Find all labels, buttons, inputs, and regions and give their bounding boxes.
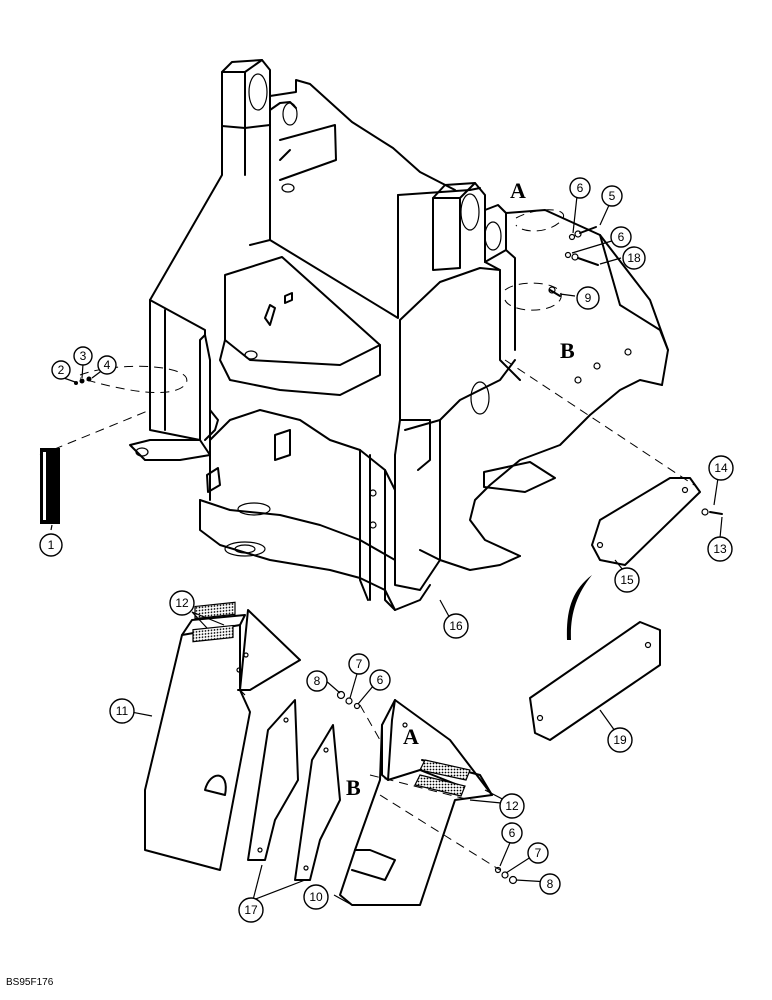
callout-2: 2 [51, 360, 71, 380]
callout-12b: 12 [499, 793, 525, 819]
callout-5: 5 [601, 185, 623, 207]
svg-text:6: 6 [577, 181, 584, 195]
svg-text:1: 1 [48, 538, 55, 552]
svg-text:11: 11 [116, 704, 129, 718]
drawing-code: BS95F176 [6, 977, 54, 988]
callout-6b: 6 [610, 226, 632, 248]
callout-10: 10 [303, 884, 329, 910]
ref-letter-b-top: B [560, 338, 575, 363]
part-15-cover [591, 477, 701, 566]
svg-text:12: 12 [505, 799, 519, 813]
callout-16: 16 [443, 613, 469, 639]
dashed-leader-lines [39, 209, 695, 871]
ref-letter-b-bottom: B [346, 775, 361, 800]
part-10-shroud [339, 699, 493, 906]
hardware [74, 226, 723, 885]
part-11-shroud [144, 601, 301, 871]
svg-text:17: 17 [244, 903, 258, 917]
svg-text:6: 6 [618, 230, 625, 244]
svg-text:16: 16 [449, 619, 463, 633]
callout-18: 18 [622, 246, 646, 270]
loader-frame [129, 59, 669, 611]
callout-12a: 12 [169, 590, 195, 616]
svg-text:18: 18 [627, 251, 641, 265]
leader-lines [50, 195, 723, 906]
svg-text:10: 10 [309, 890, 323, 904]
callout-13: 13 [707, 536, 733, 562]
svg-text:6: 6 [377, 673, 384, 687]
part-19-plate [529, 575, 661, 741]
callout-6c: 6 [369, 669, 391, 691]
callout-7b: 7 [527, 842, 549, 864]
callout-9: 9 [576, 286, 600, 310]
callout-1: 1 [39, 533, 63, 557]
callout-17: 17 [238, 897, 264, 923]
callout-3: 3 [73, 346, 93, 366]
callout-8b: 8 [539, 873, 561, 895]
svg-text:13: 13 [713, 542, 727, 556]
callout-8a: 8 [306, 670, 328, 692]
svg-text:9: 9 [585, 291, 592, 305]
svg-text:8: 8 [547, 877, 554, 891]
svg-text:7: 7 [356, 657, 363, 671]
part-17-strips [247, 699, 341, 881]
part-1-pad [40, 448, 60, 524]
svg-text:6: 6 [509, 826, 516, 840]
callout-11: 11 [109, 698, 135, 724]
callout-14: 14 [708, 455, 734, 481]
callout-19: 19 [607, 727, 633, 753]
ref-letter-a-bottom: A [403, 724, 419, 749]
svg-text:2: 2 [58, 363, 65, 377]
svg-text:4: 4 [104, 358, 111, 372]
svg-text:19: 19 [613, 733, 627, 747]
svg-text:3: 3 [80, 349, 87, 363]
ref-letter-a-top: A [510, 178, 526, 203]
callout-4: 4 [97, 355, 117, 375]
svg-text:12: 12 [175, 596, 189, 610]
reference-letters: A B A B [346, 178, 575, 800]
callouts: 1 2 3 4 5 6 6 6 6 7 7 8 8 9 10 11 12 12 … [39, 177, 734, 923]
callout-6d: 6 [501, 822, 523, 844]
callout-15: 15 [614, 567, 640, 593]
svg-text:5: 5 [609, 189, 616, 203]
svg-text:15: 15 [620, 573, 634, 587]
callout-7a: 7 [348, 653, 370, 675]
svg-text:7: 7 [535, 846, 542, 860]
svg-text:8: 8 [314, 674, 321, 688]
callout-6a: 6 [569, 177, 591, 199]
svg-text:14: 14 [714, 461, 728, 475]
